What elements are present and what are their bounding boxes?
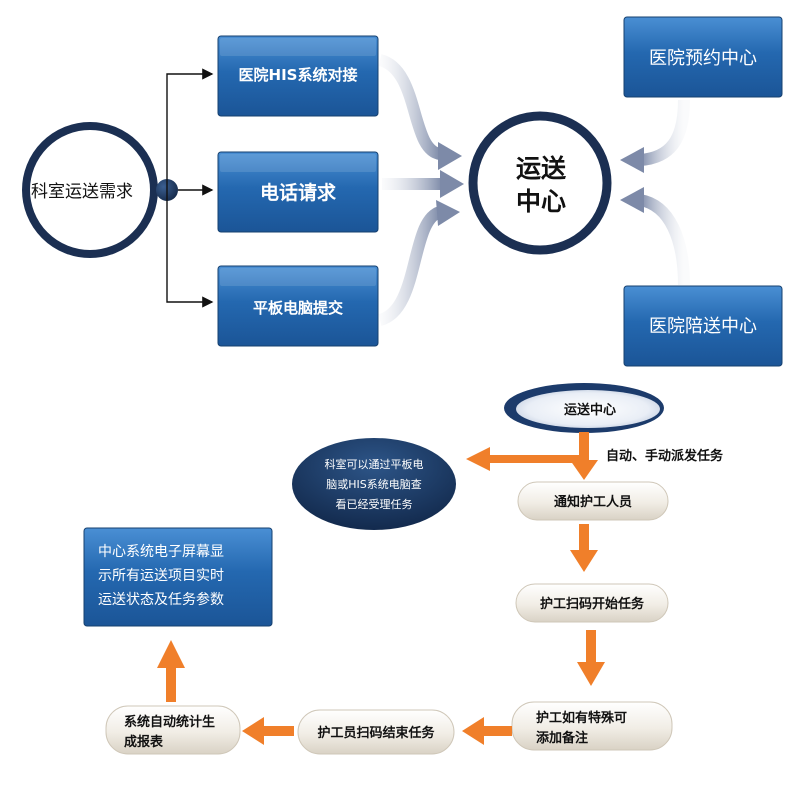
note-line-3: 看已经受理任务	[336, 497, 413, 511]
remark-line-1: 护工如有特殊可	[536, 710, 627, 726]
arrow-notify-to-scan	[570, 524, 598, 572]
arrow-scan-to-remark	[577, 630, 605, 686]
remark-node: 护工如有特殊可 添加备注	[511, 701, 673, 751]
branch-connectors	[166, 68, 214, 308]
screen-line-3: 运送状态及任务参数	[98, 591, 224, 608]
appointment-center-label: 医院预约中心	[649, 48, 757, 69]
note-line-2: 脑或HIS系统电脑查	[326, 477, 422, 491]
screen-line-2: 示所有运送项目实时	[98, 568, 224, 584]
arrow-start-to-notify	[570, 432, 598, 480]
notify-staff-label: 通知护工人员	[554, 494, 632, 510]
channel-his-label: 医院HIS系统对接	[239, 66, 358, 84]
auto-dispatch-label: 自动、手动派发任务	[606, 448, 724, 464]
query-note-node: 科室可以通过平板电 脑或HIS系统电脑查 看已经受理任务	[292, 438, 456, 530]
report-line-1: 系统自动统计生	[124, 714, 215, 730]
transport-center-node: 运送 中心	[468, 111, 612, 255]
scan-start-node: 护工扫码开始任务	[515, 583, 669, 623]
report-line-2: 成报表	[124, 734, 164, 750]
channel-his-box: 医院HIS系统对接	[217, 35, 379, 117]
scan-end-node: 护工员扫码结束任务	[297, 709, 455, 755]
channel-phone-box: 电话请求	[217, 151, 379, 233]
arrow-scanend-to-stats	[242, 717, 294, 745]
gray-flow-arrows-left	[377, 54, 464, 326]
screen-display-box: 中心系统电子屏幕显 示所有运送项目实时 运送状态及任务参数	[83, 527, 273, 627]
note-line-1: 科室可以通过平板电	[325, 457, 424, 471]
notify-staff-node: 通知护工人员	[517, 481, 669, 521]
arrow-to-note	[466, 447, 582, 471]
arrow-stats-to-screen	[157, 640, 185, 702]
channel-tablet-box: 平板电脑提交	[217, 265, 379, 347]
escort-center-label: 医院陪送中心	[649, 316, 757, 337]
auto-report-node: 系统自动统计生 成报表	[105, 705, 241, 755]
arrow-remark-to-scanend	[462, 717, 512, 745]
channel-phone-label: 电话请求	[260, 181, 337, 204]
channel-tablet-label: 平板电脑提交	[253, 299, 343, 317]
flow-start-label: 运送中心	[564, 402, 616, 418]
center-line-2: 中心	[516, 187, 566, 216]
scan-start-label: 护工扫码开始任务	[540, 596, 645, 612]
center-line-1: 运送	[516, 154, 566, 183]
gray-flow-arrows-right	[620, 99, 690, 286]
flow-start-node: 运送中心	[504, 383, 664, 433]
escort-center-box: 医院陪送中心	[623, 285, 783, 367]
remark-line-2: 添加备注	[536, 730, 588, 746]
screen-line-1: 中心系统电子屏幕显	[98, 544, 224, 560]
source-node: 科室运送需求	[22, 122, 158, 258]
source-label: 科室运送需求	[31, 182, 133, 202]
scan-end-label: 护工员扫码结束任务	[317, 725, 435, 741]
appointment-center-box: 医院预约中心	[623, 16, 783, 98]
